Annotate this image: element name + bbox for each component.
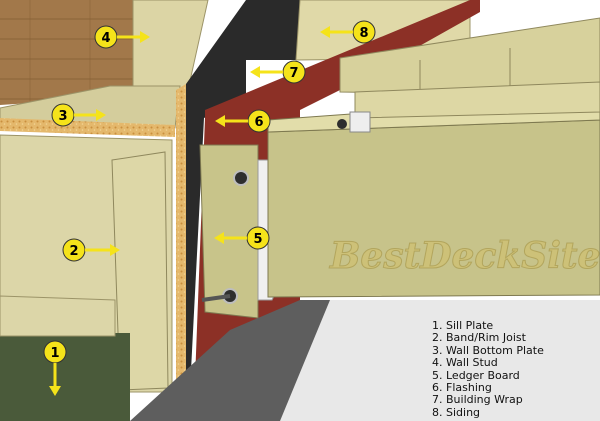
- legend-item-sill-plate: 1. Sill Plate: [432, 319, 494, 332]
- legend-item-ledger-board: 5. Ledger Board: [432, 368, 520, 382]
- sill-plate: [0, 333, 130, 421]
- callout-3: 3: [51, 103, 106, 127]
- svg-text:4: 4: [101, 31, 110, 46]
- legend-item-siding: 8. Siding: [432, 405, 481, 419]
- svg-text:5: 5: [253, 232, 262, 247]
- sheathing-osb: [176, 84, 186, 395]
- callout-1: 1: [43, 340, 67, 396]
- svg-text:7: 7: [289, 66, 298, 81]
- callout-4: 4: [94, 25, 150, 49]
- subfloor-osb: [0, 118, 175, 137]
- lag-screw: [201, 294, 231, 302]
- callout-2: 2: [62, 238, 120, 262]
- callout-8: 8: [320, 20, 376, 44]
- callout-5: 5: [214, 226, 270, 250]
- svg-text:8: 8: [359, 26, 368, 41]
- legend-item-flashing: 6. Flashing: [432, 381, 492, 395]
- building-wrap: [186, 0, 300, 390]
- callout-6: 6: [215, 109, 271, 133]
- legend-item-building-wrap: 7. Building Wrap: [432, 393, 523, 407]
- sill-plate-top: [0, 295, 116, 337]
- svg-text:2: 2: [69, 244, 78, 259]
- deck-clip: [349, 111, 371, 133]
- svg-text:3: 3: [58, 109, 67, 124]
- deck-board-ledge: [354, 81, 600, 119]
- svg-text:6: 6: [254, 115, 263, 130]
- deck-clip-bolt: [337, 119, 347, 129]
- legend-item-wall-bottom-plate: 3. Wall Bottom Plate: [432, 343, 544, 357]
- legend: 1. Sill Plate 2. Band/Rim Joist 3. Wall …: [432, 319, 597, 419]
- watermark-text: BestDeckSite: [329, 235, 600, 277]
- legend-item-band-rim-joist: 2. Band/Rim Joist: [432, 331, 526, 345]
- deck-boards: [339, 17, 600, 97]
- concrete-light: [280, 300, 600, 421]
- ledger-bolt-top: [233, 170, 249, 186]
- legend-item-wall-stud: 4. Wall Stud: [432, 356, 498, 370]
- svg-text:1: 1: [50, 346, 59, 361]
- callout-7: 7: [250, 60, 306, 84]
